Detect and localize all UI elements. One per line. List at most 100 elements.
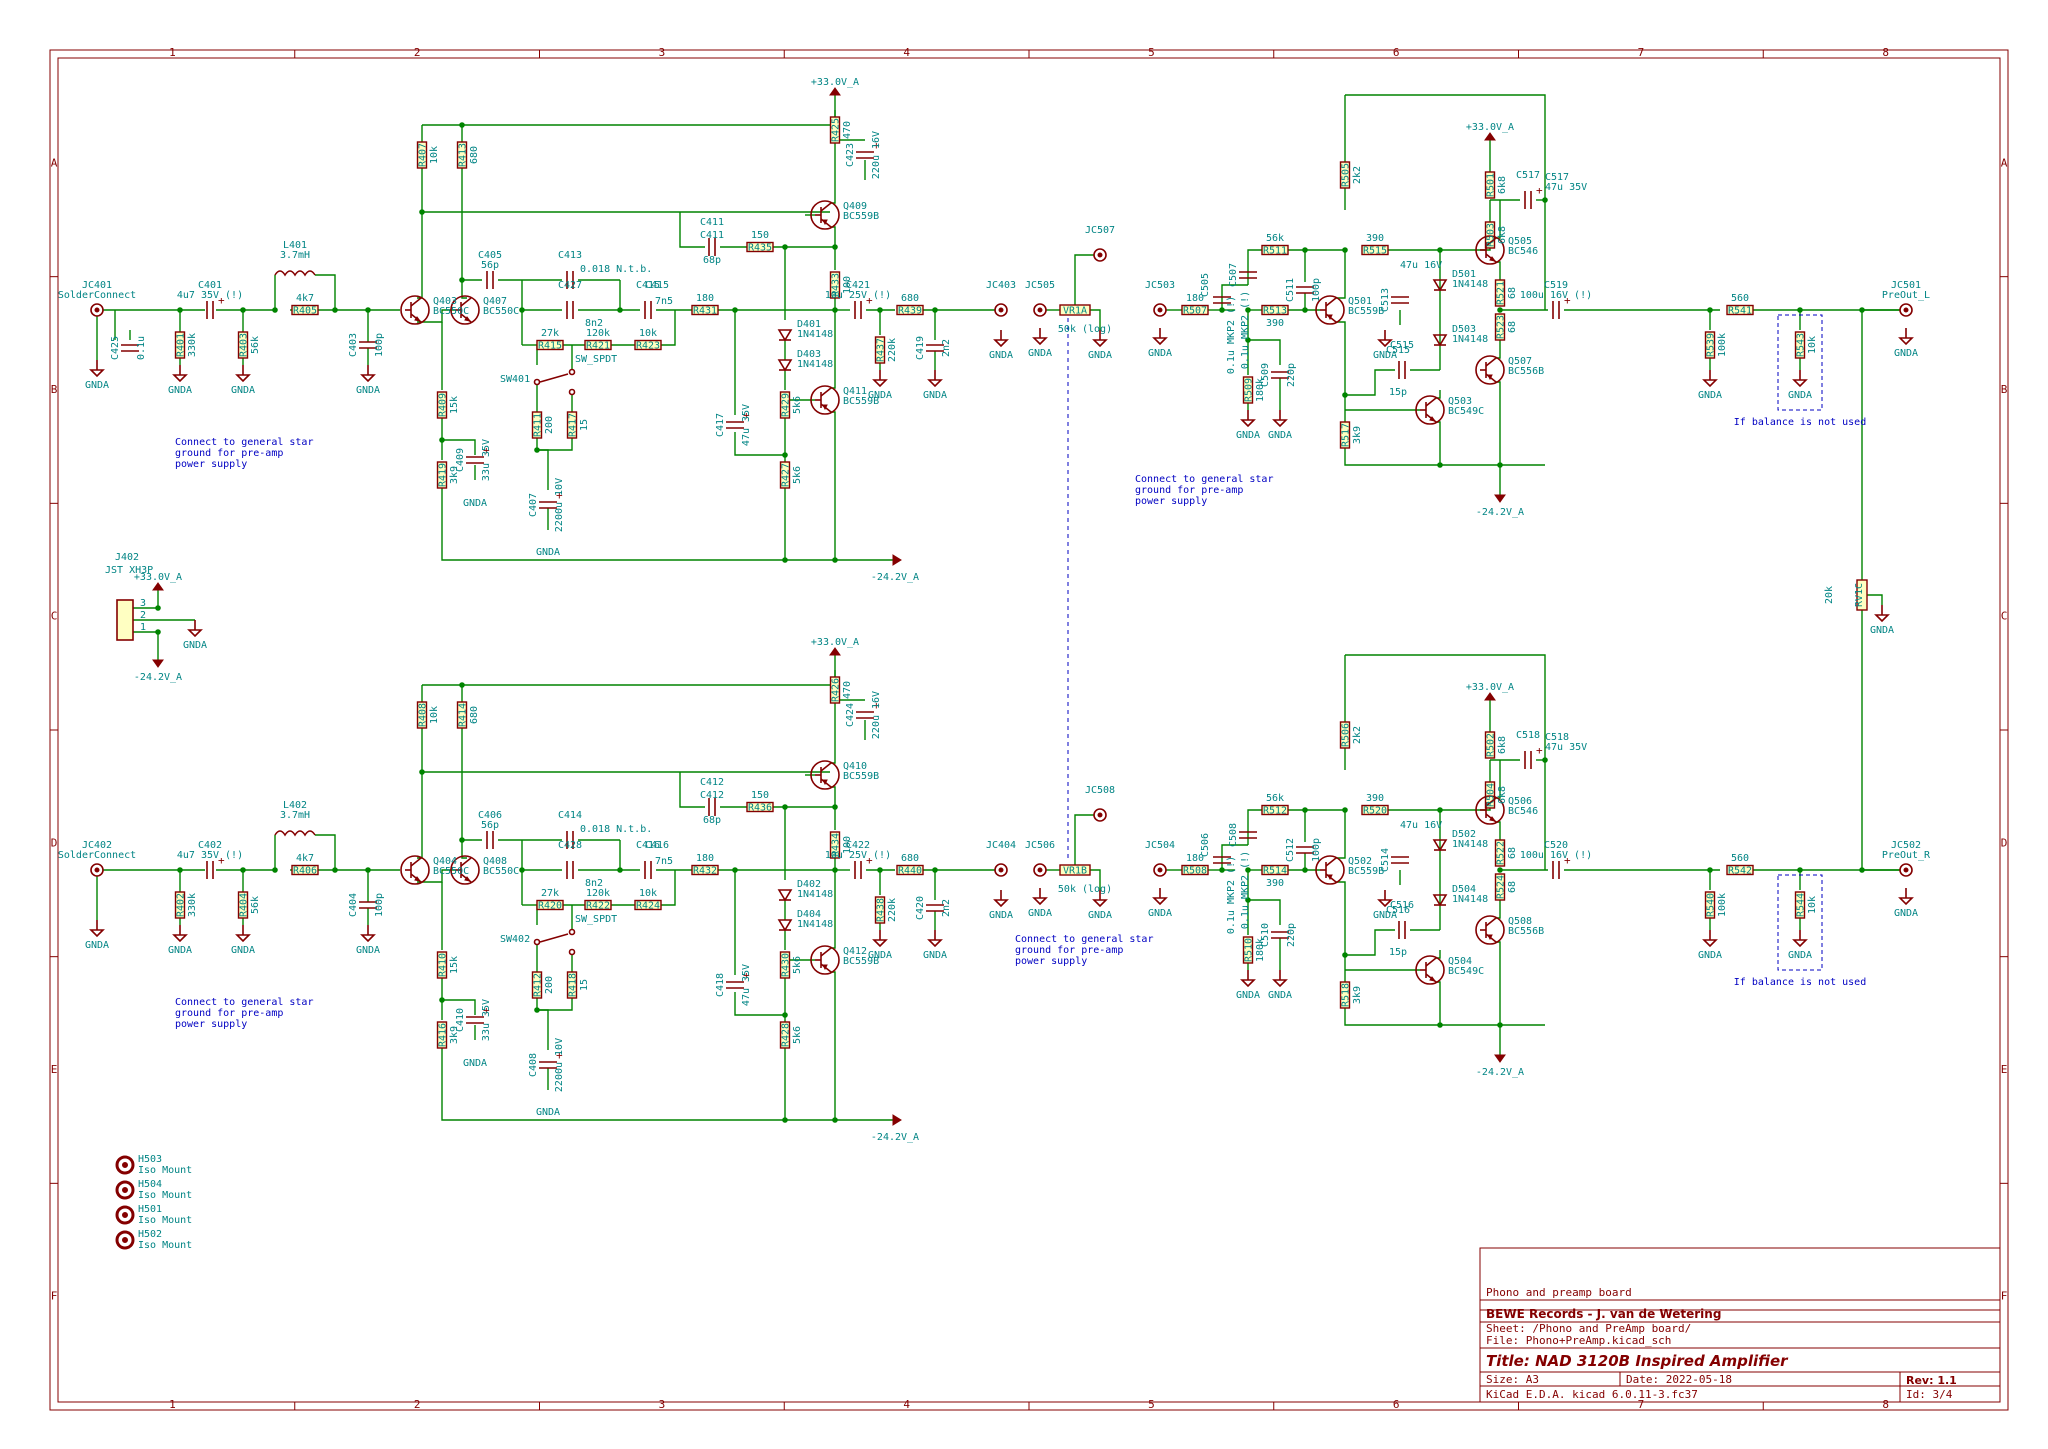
capacitor-value: 15p xyxy=(1389,387,1407,398)
resistor-ref: R425 xyxy=(831,118,842,142)
wire xyxy=(1248,339,1281,365)
wire xyxy=(1344,1008,1440,1026)
star-ground-note: power supply xyxy=(175,1019,247,1030)
jack-ring xyxy=(1033,303,1047,317)
rail-symbol xyxy=(1494,494,1506,503)
junction-dot xyxy=(459,837,465,843)
resistor-value: 3k9 xyxy=(1352,426,1363,444)
junction-dot xyxy=(332,867,338,873)
jack-center xyxy=(1037,307,1043,313)
capacitor-ref: C412 xyxy=(700,777,724,788)
jack-center xyxy=(998,867,1004,873)
resistor-ref: R423 xyxy=(636,341,660,352)
jack-center xyxy=(1097,812,1103,818)
transistor-arrow xyxy=(822,964,828,971)
capacitor-ref: C513 xyxy=(1380,288,1391,312)
capacitor-value: 47u 16V xyxy=(1400,260,1442,271)
resistor-value: 180 xyxy=(696,293,714,304)
mounting-hole-center xyxy=(122,1187,128,1193)
wire xyxy=(1247,809,1262,845)
resistor xyxy=(634,899,662,911)
resistor xyxy=(1361,804,1389,816)
capacitor-value: 0.018 N.t.b. xyxy=(580,824,652,835)
resistor-value: 150 xyxy=(751,790,769,801)
junction-dot xyxy=(439,437,445,443)
jack-ref: JC504 xyxy=(1145,840,1175,851)
capacitor-value: 8n2 xyxy=(585,318,603,329)
mounting-hole xyxy=(115,1180,135,1200)
wire xyxy=(537,449,549,490)
jack-value: SolderConnect xyxy=(58,850,136,861)
resistor-value: 120k xyxy=(586,328,610,339)
transistor-ref: Q501 xyxy=(1348,296,1372,307)
resistor-ref: R507 xyxy=(1183,306,1207,317)
resistor-ref: R414 xyxy=(458,703,469,727)
transistor-value: BC559B xyxy=(843,396,879,407)
capacitor-ref: C416 xyxy=(636,840,660,851)
resistor xyxy=(1339,721,1351,749)
resistor-value: 330k xyxy=(187,333,198,357)
transistor-collector xyxy=(820,387,832,397)
resistor-ref: R429 xyxy=(781,393,792,417)
frame-row-label: B xyxy=(51,383,58,396)
junction-dot xyxy=(240,307,246,313)
resistor-ref: R539 xyxy=(1706,333,1717,357)
capacitor-ref: C518 xyxy=(1516,730,1540,741)
resistor xyxy=(1704,331,1716,359)
diode-value: 1N4148 xyxy=(1452,279,1488,290)
capacitor-value: 33u 35V xyxy=(481,999,492,1041)
resistor xyxy=(746,241,774,253)
capacitor-ref: C511 xyxy=(1285,278,1296,302)
resistor xyxy=(691,864,719,876)
junction-dot xyxy=(1342,807,1348,813)
resistor-ref: R404 xyxy=(239,893,250,917)
resistor xyxy=(531,971,543,999)
capacitor-ref: C507 xyxy=(1228,263,1239,287)
ground-symbol xyxy=(1874,605,1890,623)
frame-column-label: 7 xyxy=(1638,1398,1645,1411)
resistor-ref: R424 xyxy=(636,901,660,912)
mounting-hole-center xyxy=(122,1237,128,1243)
resistor xyxy=(1339,981,1351,1009)
resistor-ref: R517 xyxy=(1341,423,1352,447)
capacitor-ref: C512 xyxy=(1285,838,1296,862)
resistor xyxy=(237,891,249,919)
star-ground-note: power supply xyxy=(1015,956,1087,967)
ground-label: GNDA xyxy=(1236,430,1260,441)
resistor-value: 220k xyxy=(887,898,898,922)
capacitor-ref: C424 xyxy=(845,703,856,727)
transistor-body xyxy=(810,385,840,415)
frame-row-label: C xyxy=(51,610,58,623)
jack-ring xyxy=(1153,303,1167,317)
transistor-value: BC556B xyxy=(1508,926,1544,937)
transistor-body xyxy=(1475,355,1505,385)
capacitor-value: 7n5 xyxy=(655,296,673,307)
resistor xyxy=(779,951,791,979)
capacitor-value: 0.1u xyxy=(136,336,147,360)
capacitor-ref: C517 xyxy=(1545,172,1569,183)
resistor xyxy=(746,801,774,813)
junction-dot xyxy=(832,557,838,563)
capacitor-value: 47u 35V xyxy=(741,404,752,446)
transistor-value: BC559B xyxy=(1348,866,1384,877)
resistor-value: 180k xyxy=(1255,938,1266,962)
capacitor-ref: C411 xyxy=(700,230,724,241)
resistor-ref: R426 xyxy=(831,678,842,702)
resistor-ref: R411 xyxy=(533,413,544,437)
capacitor-value: 56p xyxy=(481,820,499,831)
ground-label: GNDA xyxy=(1788,950,1812,961)
resistor-value: 220k xyxy=(887,338,898,362)
capacitor-value: 7n5 xyxy=(655,856,673,867)
resistor-value: 470 xyxy=(842,121,853,139)
wire xyxy=(315,274,336,310)
resistor xyxy=(436,951,448,979)
jack-center xyxy=(1037,867,1043,873)
resistor xyxy=(829,676,841,704)
junction-dot xyxy=(155,605,161,611)
ground-symbol xyxy=(1898,328,1914,346)
resistor-value: 560 xyxy=(1731,853,1749,864)
wire xyxy=(734,432,785,456)
capacitor-value: 68p xyxy=(703,815,721,826)
star-ground-note: Connect to general star xyxy=(175,437,313,448)
jack-value: SolderConnect xyxy=(58,290,136,301)
